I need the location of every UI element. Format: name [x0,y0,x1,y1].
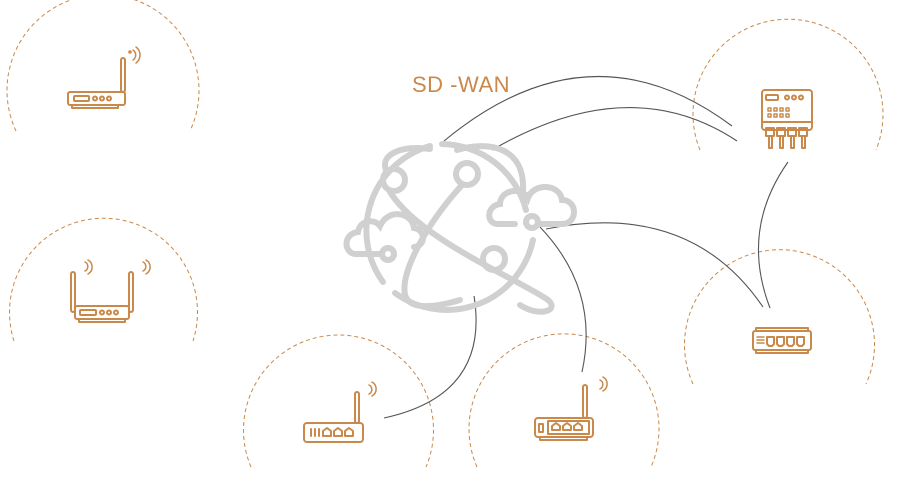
halo-bottom-center [468,333,660,468]
halo-top-left [6,0,200,132]
wifi-router-3-port-icon [303,381,377,443]
connection-hub-to-bottom-left-router [383,295,477,419]
connections [383,75,789,419]
halo-top-right [692,18,884,151]
diagram-title: SD -WAN [412,72,511,97]
connection-hub-to-switch [545,222,764,308]
wifi-router-3-port-compact-icon [534,376,608,441]
connection-hub-to-patch-panel-2 [491,107,738,151]
network-switch-4-port-icon [752,327,812,354]
node-halos [6,0,884,468]
halo-bottom-left [243,334,434,468]
halo-mid-left [9,217,198,342]
patch-panel-device-icon [761,89,813,149]
wifi-router-dual-antenna-icon [70,259,151,323]
globe-network-cloud-icon [343,141,577,315]
wifi-router-single-antenna-icon [67,46,141,109]
connection-hub-to-bottom-center-router [539,226,587,373]
connection-hub-to-patch-panel-1 [443,75,733,142]
connection-patch-panel-to-switch [757,161,789,309]
halo-right [684,249,875,385]
